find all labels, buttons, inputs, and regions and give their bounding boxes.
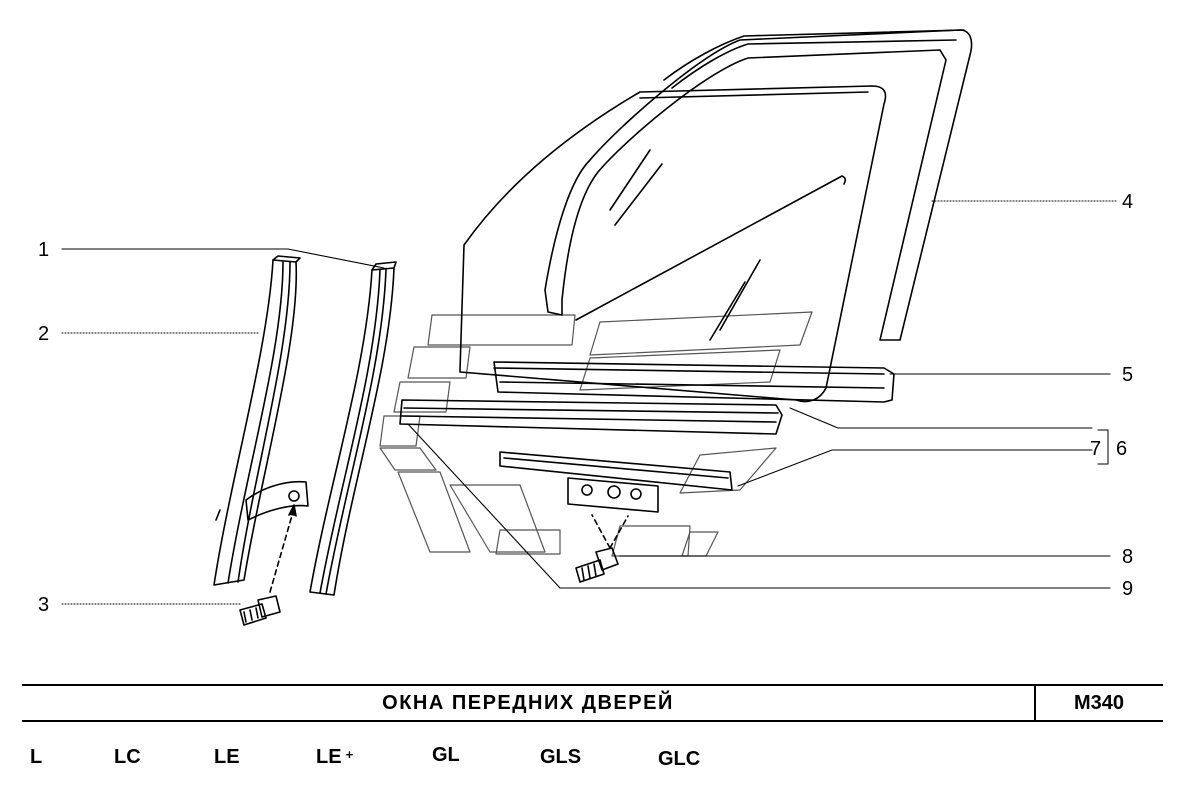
caption-top-rule <box>22 684 1163 686</box>
diagram-title: ОКНА ПЕРЕДНИХ ДВЕРЕЙ <box>382 692 674 714</box>
variant-l: L <box>30 746 43 768</box>
variant-gl: GL <box>432 744 460 766</box>
callout-2: 2 <box>38 323 50 345</box>
variant-lc: LC <box>114 746 141 768</box>
variant-glc: GLC <box>658 748 701 770</box>
callout-4: 4 <box>1122 191 1134 213</box>
variant-le-plus-label: LE <box>316 746 342 768</box>
window-frame-seal-4 <box>544 29 973 341</box>
front-guide-channel-2 <box>213 255 301 586</box>
variant-gls: GLS <box>540 746 582 768</box>
front-guide-channel-1 <box>309 261 397 596</box>
variant-le-plus: LE+ <box>316 746 353 769</box>
callout-7: 7 <box>1090 438 1102 460</box>
variant-le: LE <box>214 746 240 768</box>
lifter-channel <box>499 451 733 513</box>
outer-belt-seal-5 <box>493 361 895 403</box>
callout-6: 6 <box>1116 438 1128 460</box>
bolt-3 <box>239 595 281 626</box>
front-door-window-exploded-diagram <box>61 29 1119 626</box>
callout-8: 8 <box>1122 546 1134 568</box>
variant-plus-sign: + <box>345 747 354 762</box>
caption-bottom-rule <box>22 720 1163 722</box>
bolt-8 <box>575 547 619 583</box>
callout-3: 3 <box>38 594 50 616</box>
inner-belt-seal-9 <box>399 399 783 435</box>
callout-1: 1 <box>38 239 50 261</box>
caption-divider <box>1034 684 1036 722</box>
callout-5: 5 <box>1122 364 1134 386</box>
callout-9: 9 <box>1122 578 1134 600</box>
diagram-code: M340 <box>1073 692 1125 714</box>
arrows-bolt-8 <box>591 514 629 549</box>
door-panel-ghost-outline <box>379 311 813 557</box>
leader-lines <box>61 200 1119 605</box>
window-bracket-arm <box>245 480 309 521</box>
arrow-bolt-3 <box>269 511 294 593</box>
